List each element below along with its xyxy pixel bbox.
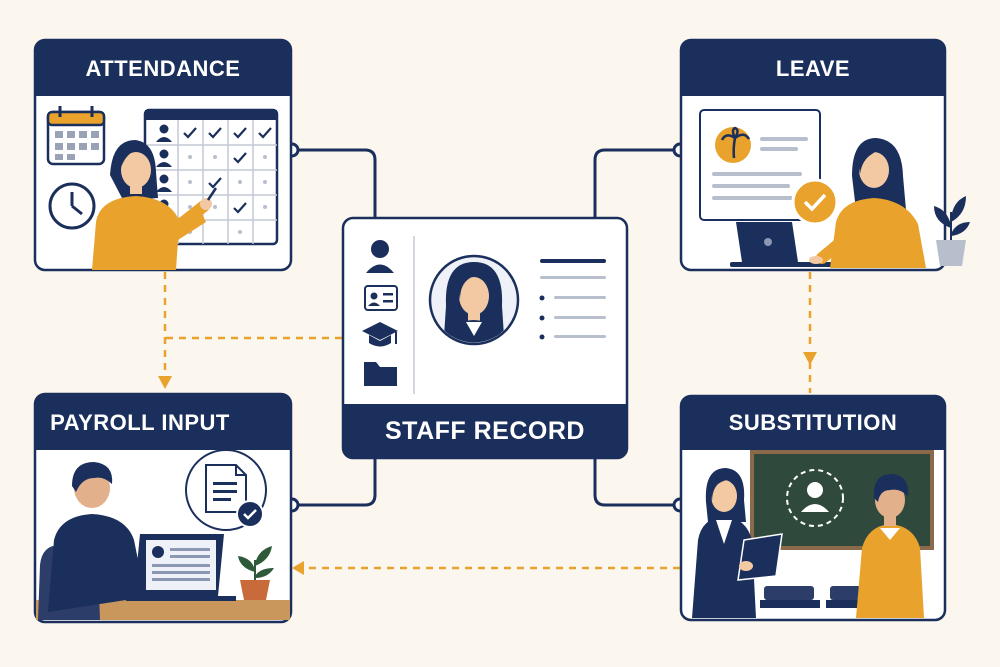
connector-record-to-substitution	[593, 458, 680, 507]
plant-icon	[934, 196, 970, 266]
arrowhead-down	[158, 376, 172, 389]
payroll-input-title: PAYROLL INPUT	[50, 410, 230, 435]
substitution-card[interactable]: SUBSTITUTION	[679, 394, 947, 622]
leave-title: LEAVE	[776, 56, 850, 81]
arrowhead-left	[292, 561, 304, 575]
user-icon	[152, 546, 164, 558]
leave-request-document	[699, 109, 821, 221]
attendance-title: ATTENDANCE	[86, 56, 241, 81]
dashed-flows	[163, 272, 812, 570]
check-icon	[183, 127, 272, 214]
arrowhead-down	[803, 352, 817, 365]
connector-attendance-to-record	[292, 148, 377, 220]
connector-record-to-payroll	[292, 458, 377, 507]
staff-record-card[interactable]: STAFF RECORD	[341, 216, 629, 460]
id-card-icon[interactable]	[364, 285, 398, 311]
plant-icon	[238, 546, 274, 600]
user-icon[interactable]	[366, 240, 394, 273]
leave-card[interactable]: LEAVE	[679, 38, 970, 272]
employee-illustration	[92, 140, 218, 270]
check-icon	[236, 500, 264, 528]
payroll-input-card[interactable]: PAYROLL INPUT	[33, 392, 293, 624]
document-icon	[185, 449, 267, 531]
flow-arrowheads	[158, 352, 817, 575]
laptop-icon	[126, 534, 236, 601]
solid-connectors	[292, 148, 680, 507]
staff-record-title: STAFF RECORD	[385, 417, 585, 445]
calendar-icon	[46, 106, 106, 166]
placeholder-user-icon	[786, 469, 844, 527]
clipboard	[737, 533, 783, 581]
record-details	[539, 259, 606, 340]
employee-illustration	[809, 138, 926, 268]
connector-leave-to-record	[593, 148, 680, 220]
clock-icon	[48, 182, 96, 230]
approved-check-icon	[791, 178, 839, 226]
avatar	[428, 254, 520, 346]
folder-icon[interactable]	[364, 362, 397, 386]
substitution-title: SUBSTITUTION	[729, 410, 898, 435]
graduation-cap-icon[interactable]	[362, 322, 398, 347]
attendance-card[interactable]: ATTENDANCE	[33, 38, 293, 272]
teacher-illustration	[856, 474, 924, 618]
pending-marks	[188, 155, 267, 234]
teacher-illustration	[692, 468, 783, 618]
